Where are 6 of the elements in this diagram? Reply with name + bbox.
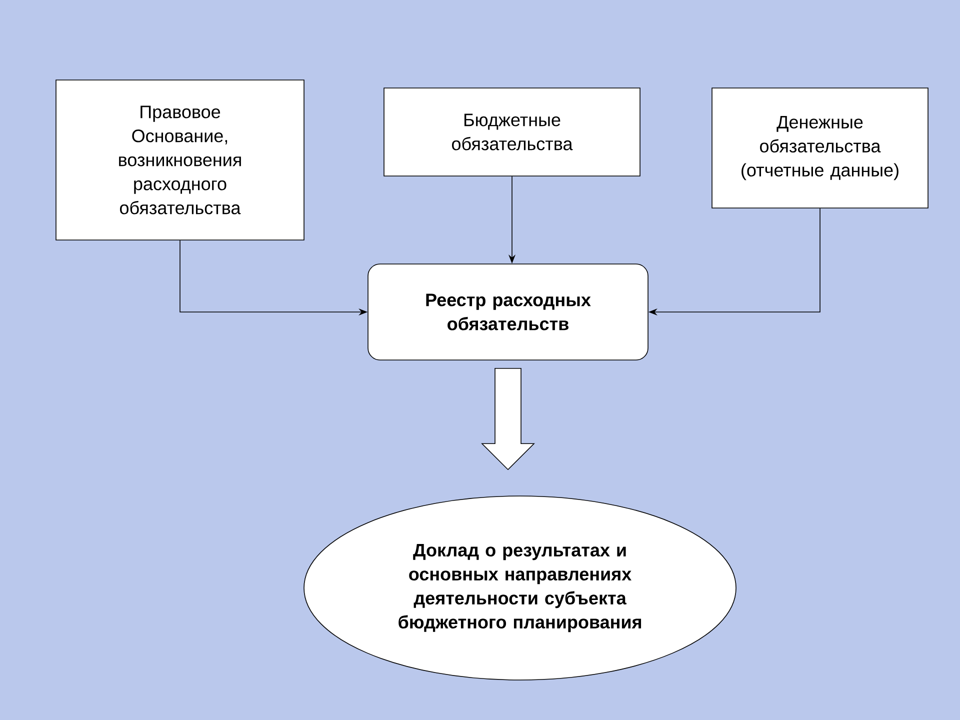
text-box: Бюджетные обязательства (384, 88, 640, 176)
text-box: Денежные обязательства (отчетные данные) (712, 88, 928, 208)
block-arrow (481, 368, 535, 470)
text-box: Правовое Основание, возникновения расходного обязательства (56, 80, 304, 240)
ellipse-node: Доклад о результатах и основных направлениях деятельности субъекта бюджетного планирования (304, 496, 736, 680)
rounded-box: Реестр расходных обязательств (368, 264, 648, 360)
